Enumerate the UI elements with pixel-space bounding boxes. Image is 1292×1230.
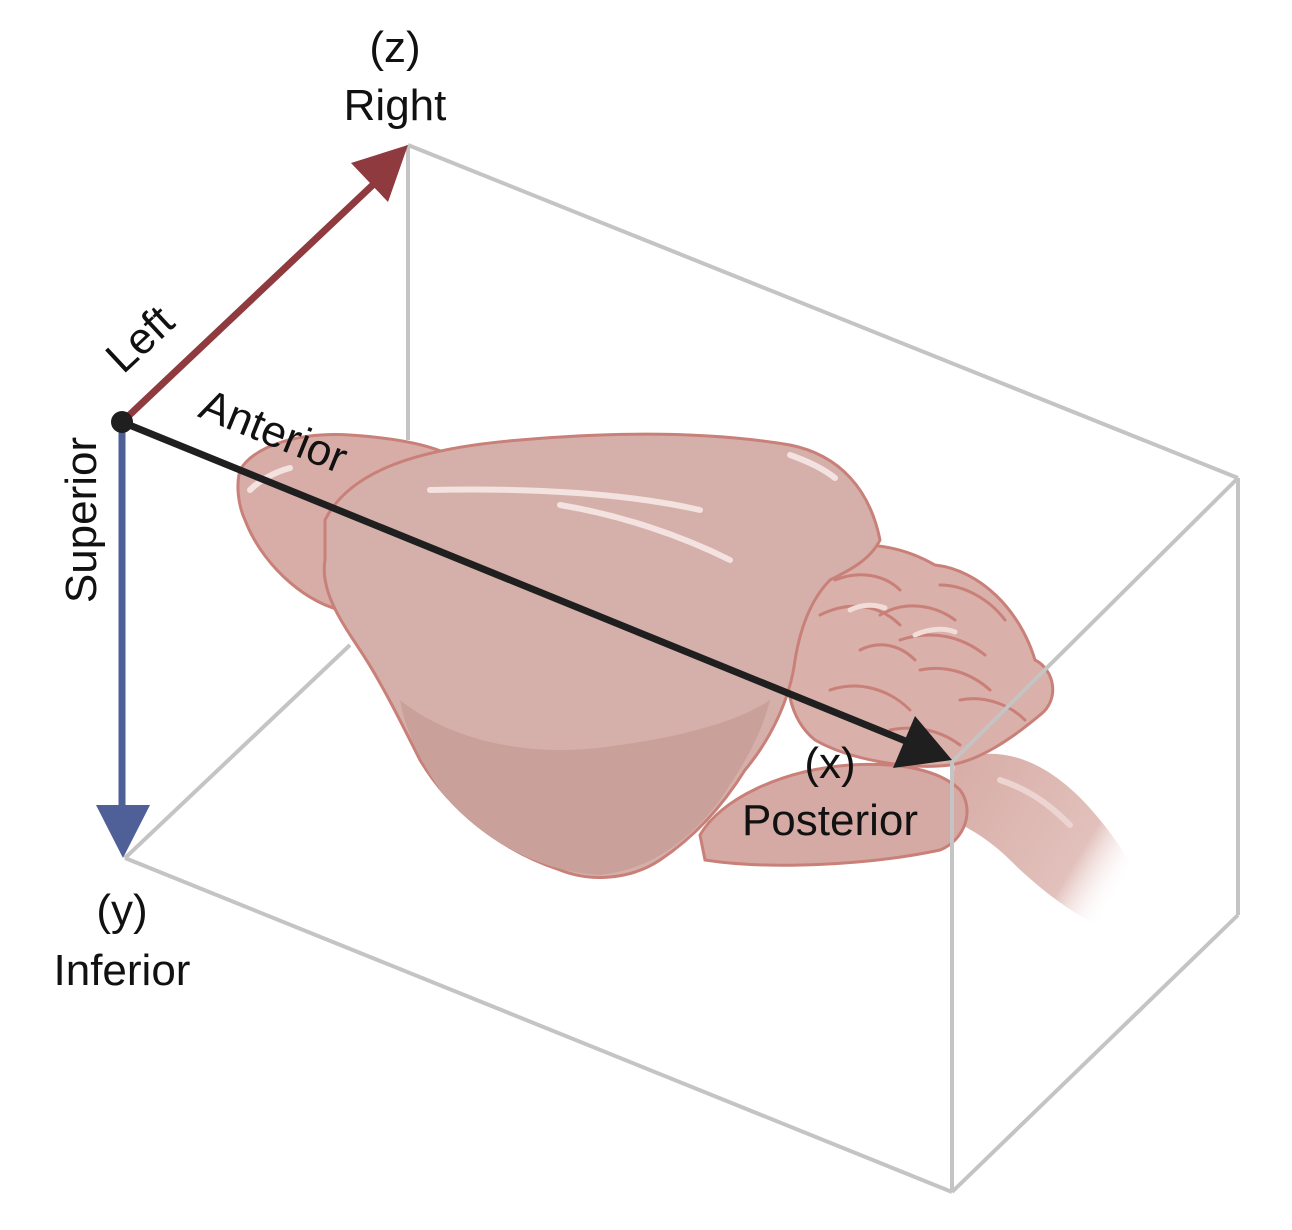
brainstem (950, 753, 1145, 930)
mouse-brain-icon (236, 432, 1145, 930)
z-axis-symbol: (z) (369, 23, 420, 72)
origin-dot (111, 411, 133, 433)
z-axis-arrow (118, 145, 408, 426)
x-axis-symbol: (x) (804, 739, 855, 788)
box-top-right-edge (950, 476, 1240, 764)
x-axis-arrow (118, 418, 952, 768)
bounding-box (123, 143, 1240, 915)
box-bottom-left-edge (123, 643, 352, 860)
cerebellum-highlights (847, 602, 958, 638)
cerebral-hemisphere-lower-shade (400, 700, 770, 875)
z-axis-positive-label: Right (344, 81, 447, 130)
x-axis-positive-label: Posterior (742, 796, 918, 845)
z-axis-negative-label: Left (97, 296, 184, 382)
cerebral-highlights (247, 452, 838, 563)
y-axis-symbol: (y) (96, 886, 147, 935)
brainstem-ventral (698, 762, 969, 867)
brainstem-highlight (997, 777, 1073, 828)
box-bottom-right-edge (950, 913, 1240, 1194)
box-back-top-edge (407, 143, 1239, 480)
y-axis-negative-label: Superior (57, 437, 106, 603)
cerebellum-folia (818, 573, 1027, 747)
box-front-bottom-edge (124, 856, 953, 1194)
bounding-box-front (124, 476, 1240, 1194)
y-axis-arrow (96, 418, 150, 858)
y-axis-positive-label: Inferior (54, 946, 191, 995)
